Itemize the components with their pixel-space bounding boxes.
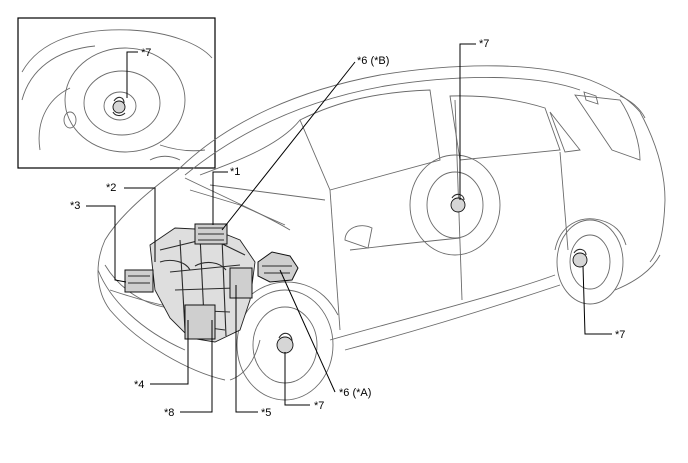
component-1-block bbox=[194, 223, 228, 245]
wheel-speed-sensor-rear-right bbox=[572, 248, 588, 268]
component-6-block bbox=[257, 251, 299, 283]
inset-frame bbox=[17, 17, 216, 169]
rear-right-wheel bbox=[554, 218, 627, 305]
leader-inset-7 bbox=[126, 51, 138, 98]
callout-1: *1 bbox=[230, 166, 240, 178]
callout-2: *2 bbox=[106, 182, 116, 194]
callout-7-rear-left: *7 bbox=[479, 38, 489, 50]
component-3-block bbox=[124, 269, 154, 293]
leader-7-rear-left bbox=[459, 43, 476, 200]
callout-4: *4 bbox=[134, 379, 144, 391]
leader-7-front bbox=[284, 352, 310, 406]
leader-3 bbox=[86, 205, 127, 283]
wheel-speed-sensor-icon bbox=[112, 96, 126, 117]
leader-8 bbox=[180, 320, 213, 413]
callout-6a: *6 (*A) bbox=[339, 387, 371, 399]
leader-1 bbox=[212, 171, 228, 225]
engine-assembly bbox=[149, 227, 256, 343]
leader-5 bbox=[235, 285, 258, 413]
leader-2 bbox=[124, 187, 156, 262]
leader-7-rear-right bbox=[582, 265, 612, 335]
callout-6b: *6 (*B) bbox=[357, 55, 389, 67]
leader-6a bbox=[279, 269, 336, 393]
callout-5: *5 bbox=[261, 407, 271, 419]
callout-7-rear-right: *7 bbox=[615, 329, 625, 341]
callout-8: *8 bbox=[164, 407, 174, 419]
callout-inset-7: *7 bbox=[141, 47, 151, 59]
callout-7-front: *7 bbox=[314, 400, 324, 412]
wheel-speed-sensor-front bbox=[276, 332, 294, 354]
leader-4 bbox=[150, 320, 189, 385]
leader-6b bbox=[221, 61, 356, 231]
component-5-block bbox=[229, 267, 253, 299]
callout-3: *3 bbox=[70, 200, 80, 212]
rear-left-wheel bbox=[409, 154, 501, 256]
inset-detail-view: *7 bbox=[17, 17, 216, 169]
component-4-block bbox=[184, 304, 216, 340]
